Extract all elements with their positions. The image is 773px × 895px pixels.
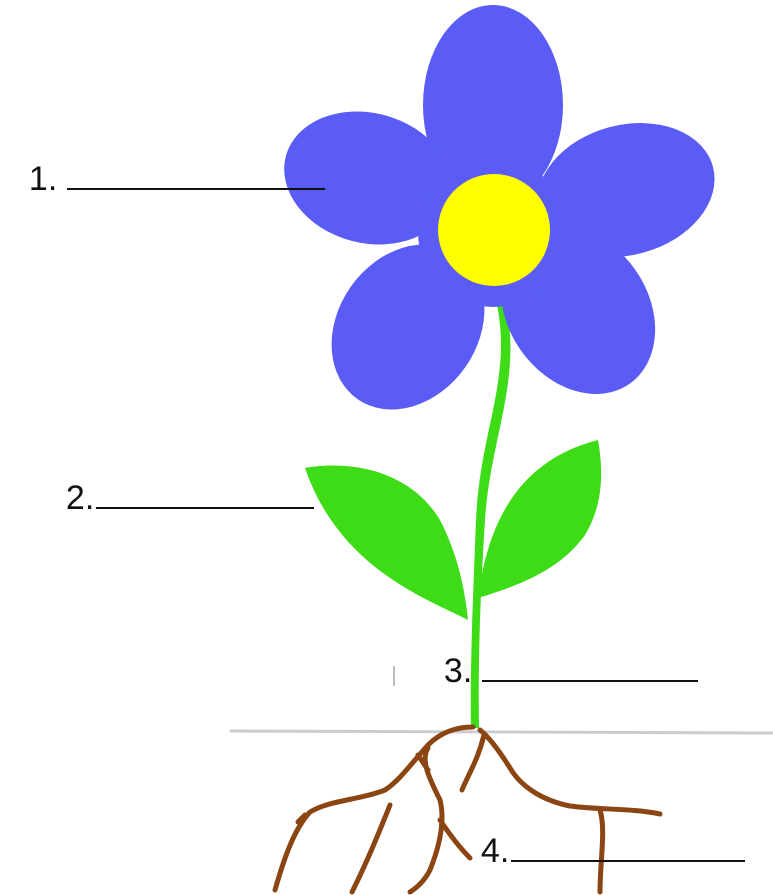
label-2-blank[interactable] bbox=[96, 507, 314, 509]
left-leaf bbox=[305, 466, 468, 620]
label-4-number: 4. bbox=[481, 832, 509, 870]
label-2-number: 2. bbox=[66, 479, 94, 517]
ground-line bbox=[230, 731, 773, 733]
label-1-number: 1. bbox=[29, 160, 57, 198]
label-2: 2. bbox=[47, 447, 314, 515]
label-3: 3. bbox=[425, 620, 698, 688]
label-1-blank[interactable] bbox=[67, 188, 325, 190]
label-3-blank[interactable] bbox=[482, 680, 698, 682]
label-4: 4. bbox=[462, 800, 745, 868]
label-1: 1. bbox=[10, 128, 325, 196]
flower-center bbox=[438, 174, 550, 286]
right-leaf bbox=[478, 440, 601, 598]
label-4-blank[interactable] bbox=[511, 860, 745, 862]
label-3-number: 3. bbox=[444, 652, 472, 690]
